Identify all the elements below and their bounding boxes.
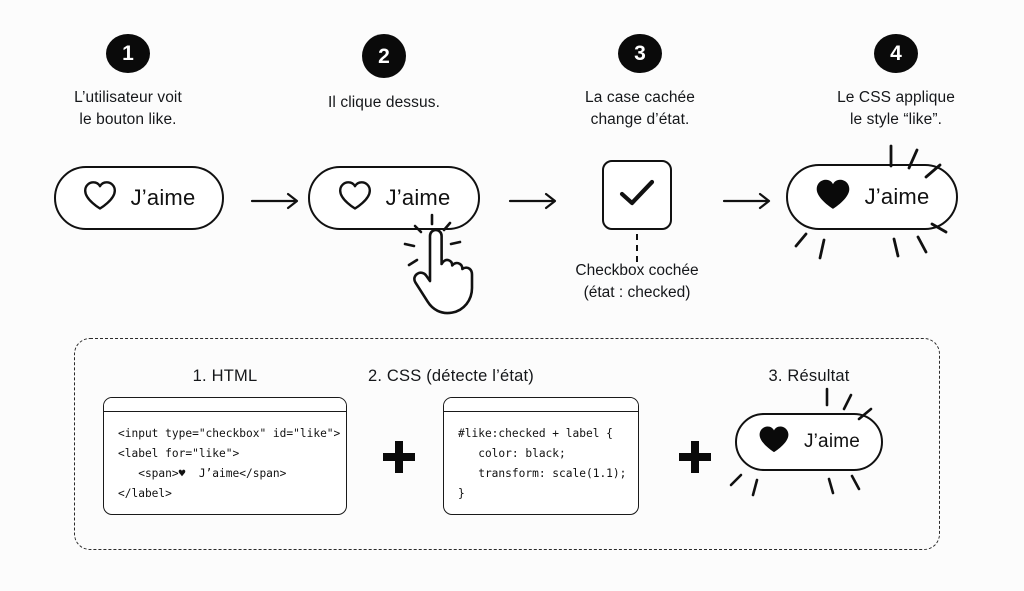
checkbox-checked[interactable] bbox=[602, 160, 672, 230]
explainer-panel: 1. HTML <input type="checkbox" id="like"… bbox=[74, 338, 940, 550]
like-button-active-label: J’aime bbox=[864, 184, 930, 209]
like-button-result-label: J’aime bbox=[803, 431, 861, 452]
like-button-clicked[interactable]: J’aime bbox=[308, 166, 480, 230]
like-button-result[interactable]: J’aime bbox=[735, 413, 883, 471]
step-caption-1: L’utilisateur voit le bouton like. bbox=[74, 89, 182, 128]
sparkle-burst-icon-result bbox=[715, 387, 911, 507]
step-badge-4: 4 bbox=[874, 34, 918, 74]
flow-row: J’aime J’aime bbox=[0, 136, 1024, 316]
arrow-right-icon-2 bbox=[508, 190, 560, 217]
step-caption-4: Le CSS applique le style “like”. bbox=[837, 89, 955, 128]
step-1: 1 L’utilisateur voit le bouton like. bbox=[0, 0, 256, 130]
code-block-css: #like:checked + label { color: black; tr… bbox=[458, 427, 627, 500]
checkbox-connector-line bbox=[636, 234, 638, 262]
code-card-html: <input type="checkbox" id="like"> <label… bbox=[103, 397, 347, 515]
step-caption-3: La case cachée change d’état. bbox=[585, 89, 695, 128]
like-button-idle-label: J’aime bbox=[130, 185, 196, 210]
like-button-active[interactable]: J’aime bbox=[786, 164, 958, 230]
step-badge-1: 1 bbox=[106, 34, 150, 74]
code-block-html: <input type="checkbox" id="like"> <label… bbox=[118, 427, 341, 500]
step-4: 4 Le CSS applique le style “like”. bbox=[768, 0, 1024, 130]
checkmark-icon bbox=[617, 177, 657, 214]
code-card-titlebar bbox=[444, 398, 638, 412]
step-badge-2: 2 bbox=[362, 34, 406, 78]
checkbox-caption: Checkbox cochée (état : checked) bbox=[575, 262, 699, 301]
code-card-titlebar bbox=[104, 398, 346, 412]
panel-column-title-css: 2. CSS (détecte l’état) bbox=[367, 367, 534, 385]
panel-column-title-result: 3. Résultat bbox=[768, 367, 850, 385]
plus-icon-1 bbox=[383, 441, 415, 473]
plus-icon-2 bbox=[679, 441, 711, 473]
arrow-right-icon-1 bbox=[250, 190, 302, 217]
heart-filled-icon bbox=[815, 178, 851, 216]
arrow-right-icon-3 bbox=[722, 190, 774, 217]
hand-pointer-icon bbox=[394, 210, 500, 327]
like-button-idle[interactable]: J’aime bbox=[54, 166, 224, 230]
panel-column-title-html: 1. HTML bbox=[192, 367, 258, 385]
like-button-clicked-label: J’aime bbox=[385, 185, 451, 210]
sparkle-burst-icon bbox=[770, 140, 980, 270]
steps-row: 1 L’utilisateur voit le bouton like. 2 I… bbox=[0, 0, 1024, 130]
step-2: 2 Il clique dessus. bbox=[256, 0, 512, 130]
code-card-css: #like:checked + label { color: black; tr… bbox=[443, 397, 639, 515]
step-3: 3 La case cachée change d’état. bbox=[512, 0, 768, 130]
step-caption-2: Il clique dessus. bbox=[328, 94, 440, 111]
heart-outline-icon bbox=[338, 180, 372, 216]
heart-filled-icon bbox=[758, 425, 790, 459]
step-badge-3: 3 bbox=[618, 34, 662, 74]
heart-outline-icon bbox=[83, 180, 117, 216]
